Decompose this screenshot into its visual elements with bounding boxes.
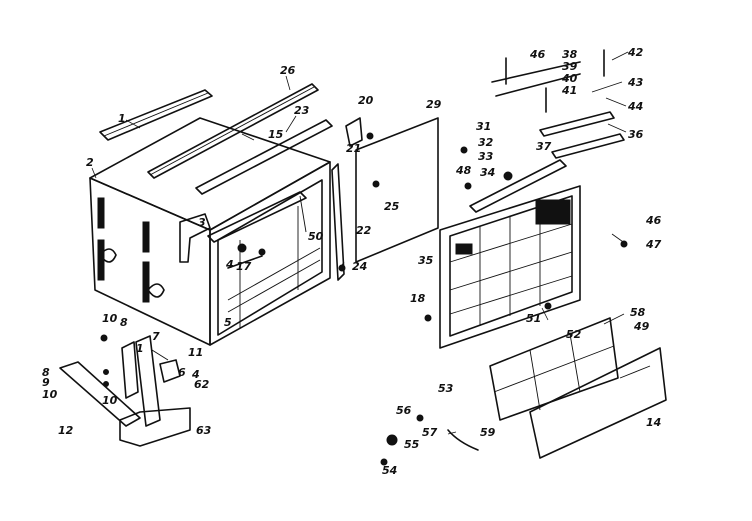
part-label-39: 39 xyxy=(562,60,578,73)
part-label-52: 52 xyxy=(566,328,582,341)
part-label-21: 21 xyxy=(346,142,361,155)
part-label-11: 11 xyxy=(188,346,203,359)
part-label-29: 29 xyxy=(426,98,442,111)
part-label-6: 6 xyxy=(178,366,186,379)
part-label-40: 40 xyxy=(561,72,578,85)
part-label-2: 2 xyxy=(86,156,94,169)
part-label-56: 56 xyxy=(396,404,412,417)
slide-rail-part-26 xyxy=(147,83,319,179)
part-label-58: 58 xyxy=(630,306,646,319)
part-label-25: 25 xyxy=(384,200,400,213)
leader-lines xyxy=(91,51,629,435)
part-label-46: 46 xyxy=(645,214,662,227)
part-label-1-1: 1 xyxy=(136,342,144,355)
air-filter-part-58 xyxy=(489,317,619,421)
front-grille-part-35 xyxy=(439,185,581,349)
part-label-53: 53 xyxy=(438,382,454,395)
part-label-37: 37 xyxy=(536,140,552,153)
top-slide-rails xyxy=(469,49,625,213)
slide-rail-part-23 xyxy=(195,119,333,195)
part-label-54: 54 xyxy=(382,464,397,477)
part-label-43: 43 xyxy=(627,76,644,89)
part-label-24: 24 xyxy=(352,260,367,273)
part-label-12: 12 xyxy=(58,424,74,437)
part-label-26: 26 xyxy=(280,64,296,77)
part-label-5: 5 xyxy=(224,316,232,329)
part-label-44: 44 xyxy=(627,100,643,113)
part-label-10-2: 10 xyxy=(102,394,118,407)
part-label-55: 55 xyxy=(404,438,420,451)
part-label-46-1: 46 xyxy=(529,48,546,61)
part-label-48: 48 xyxy=(455,164,472,177)
part-label-31: 31 xyxy=(476,120,491,133)
part-label-8: 8 xyxy=(120,316,128,329)
part-label-50: 50 xyxy=(308,230,324,243)
part-label-23: 23 xyxy=(294,104,310,117)
base-bracket-assembly xyxy=(59,335,191,447)
part-label-51: 51 xyxy=(526,312,541,325)
part-label-59: 59 xyxy=(480,426,496,439)
part-label-36: 36 xyxy=(628,128,644,141)
part-label-49: 49 xyxy=(633,320,650,333)
part-label-7: 7 xyxy=(152,330,160,343)
part-label-32: 32 xyxy=(478,136,494,149)
part-label-42: 42 xyxy=(627,46,644,59)
cabinet-housing xyxy=(89,117,331,346)
side-panel-part-29 xyxy=(355,117,439,263)
part-label-34: 34 xyxy=(480,166,495,179)
part-label-1: 1 xyxy=(118,112,126,125)
part-label-20: 20 xyxy=(358,94,374,107)
part-label-35: 35 xyxy=(418,254,434,267)
part-label-4-1: 4 xyxy=(191,368,200,381)
part-label-47: 47 xyxy=(645,238,662,251)
part-label-8-1: 8 xyxy=(42,366,50,379)
part-label-57: 57 xyxy=(422,426,438,439)
part-label-63: 63 xyxy=(196,424,212,437)
part-label-33: 33 xyxy=(478,150,494,163)
part-label-62: 62 xyxy=(194,378,210,391)
side-bar-part-22 xyxy=(331,163,346,281)
hardware-parts xyxy=(100,146,628,466)
part-label-4: 4 xyxy=(225,258,234,271)
part-label-10: 10 xyxy=(102,312,118,325)
part-label-38: 38 xyxy=(562,48,578,61)
part-label-14: 14 xyxy=(646,416,661,429)
part-label-17: 17 xyxy=(236,260,252,273)
part-label-3: 3 xyxy=(198,216,206,229)
top-rail-part-1 xyxy=(99,89,213,141)
part-label-9: 9 xyxy=(42,376,50,389)
part-label-10-1: 10 xyxy=(42,388,58,401)
part-label-15: 15 xyxy=(268,128,284,141)
part-label-41: 41 xyxy=(561,84,577,97)
lower-rail-part-50 xyxy=(207,191,307,243)
part-label-22: 22 xyxy=(356,224,372,237)
bracket-part-20 xyxy=(345,117,374,147)
part-label-18: 18 xyxy=(410,292,426,305)
front-panel-part-49 xyxy=(529,347,667,459)
